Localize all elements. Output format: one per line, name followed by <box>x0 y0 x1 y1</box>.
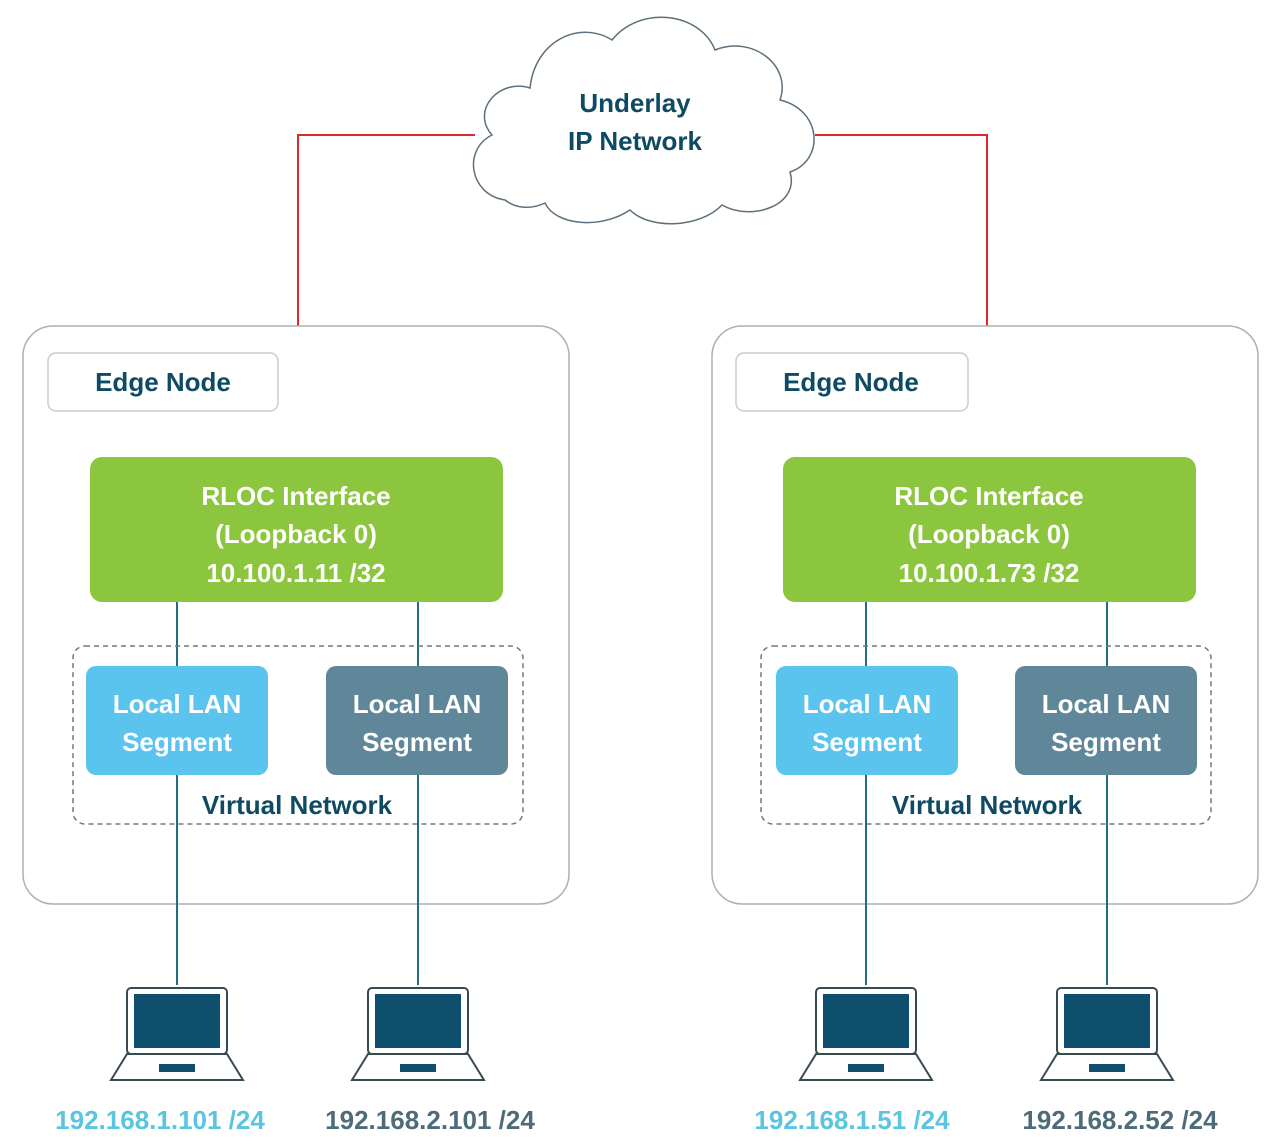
laptop-icon <box>799 987 933 1081</box>
cloud-icon <box>472 16 815 225</box>
virtual-network-label: Virtual Network <box>892 790 1083 820</box>
host-ip-label: 192.168.1.101 /24 <box>55 1105 265 1135</box>
vn-label-bg <box>186 790 408 822</box>
rloc-loopback-label: (Loopback 0) <box>908 519 1070 549</box>
edge-node-title: Edge Node <box>783 367 919 397</box>
rloc-loopback-label: (Loopback 0) <box>215 519 377 549</box>
local-lan-segment-a <box>776 666 958 775</box>
host-ip-label: 192.168.1.51 /24 <box>754 1105 950 1135</box>
laptop-icon <box>351 987 485 1081</box>
rloc-interface-label: RLOC Interface <box>201 481 390 511</box>
rloc-interface-box <box>783 457 1196 602</box>
rloc-ip-label: 10.100.1.73 /32 <box>899 558 1080 588</box>
segment-a-line2: Segment <box>812 727 922 757</box>
rloc-interface-box <box>90 457 503 602</box>
laptop-icon <box>1040 987 1174 1081</box>
edge-node-right: Edge Node RLOC Interface (Loopback 0) 10… <box>711 325 1259 985</box>
edge-node-title-box <box>47 352 279 412</box>
rloc-interface-label: RLOC Interface <box>894 481 1083 511</box>
cloud-title-line2: IP Network <box>568 126 702 156</box>
segment-b-line1: Local LAN <box>1042 689 1171 719</box>
vn-label-bg <box>876 790 1098 822</box>
virtual-network-label: Virtual Network <box>202 790 393 820</box>
edge-node-left: Edge Node RLOC Interface (Loopback 0) 10… <box>22 325 570 985</box>
edge-node-title-box <box>735 352 969 412</box>
underlay-cloud: Underlay IP Network <box>472 16 815 225</box>
virtual-network-boundary <box>760 645 1212 825</box>
laptop-icon <box>110 987 244 1081</box>
segment-a-line1: Local LAN <box>803 689 932 719</box>
segment-b-line2: Segment <box>1051 727 1161 757</box>
rloc-ip-label: 10.100.1.11 /32 <box>206 558 385 588</box>
host-ip-label: 192.168.2.52 /24 <box>1022 1105 1218 1135</box>
segment-b-line1: Local LAN <box>353 689 482 719</box>
cloud-title-line1: Underlay <box>579 88 691 118</box>
segment-b-line2: Segment <box>362 727 472 757</box>
segment-a-line2: Segment <box>122 727 232 757</box>
local-lan-segment-a <box>86 666 268 775</box>
local-lan-segment-b <box>326 666 508 775</box>
host-ip-label: 192.168.2.101 /24 <box>325 1105 535 1135</box>
segment-a-line1: Local LAN <box>113 689 242 719</box>
local-lan-segment-b <box>1015 666 1197 775</box>
edge-node-title: Edge Node <box>95 367 231 397</box>
virtual-network-boundary <box>72 645 524 825</box>
